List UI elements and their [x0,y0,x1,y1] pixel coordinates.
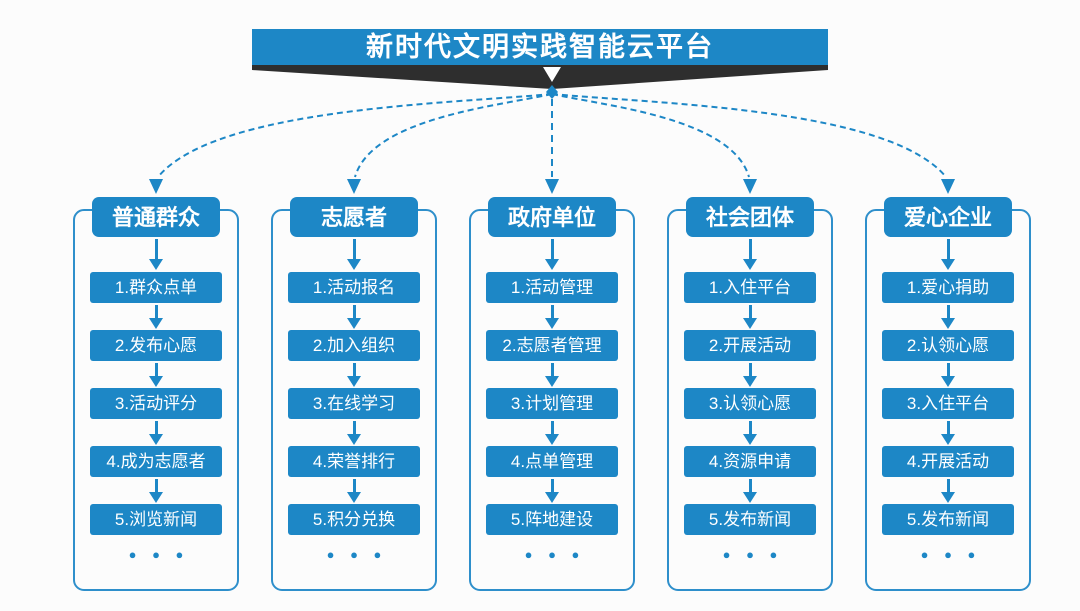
down-arrow-icon [347,303,361,330]
flow-step: 5.发布新闻 [882,504,1014,535]
down-arrow-icon [743,419,757,446]
flow-step: 2.开展活动 [684,330,816,361]
flow-step: 2.发布心愿 [90,330,222,361]
down-triangle-icon [543,67,561,82]
column-header: 社会团体 [686,197,814,237]
flow-step: 3.入住平台 [882,388,1014,419]
down-arrow-icon [941,361,955,388]
down-arrow-icon [743,477,757,504]
down-arrow-icon [941,477,955,504]
column-header: 爱心企业 [884,197,1012,237]
down-arrow-icon [743,361,757,388]
column-header: 政府单位 [488,197,616,237]
flow-step: 2.志愿者管理 [486,330,618,361]
connector-curve [354,93,553,178]
flow-step: 5.阵地建设 [486,504,618,535]
more-dots-icon: ● ● ● [920,547,982,562]
flow-step: 1.入住平台 [684,272,816,303]
column-general-public: 普通群众 1.群众点单 2.发布心愿 3.活动评分 4.成为志愿者 5.浏览新闻… [72,197,240,591]
connector-curve [551,93,947,178]
down-arrow-icon [149,237,163,272]
connector-arrowhead-icon [743,179,757,194]
down-arrow-icon [743,303,757,330]
column-header: 普通群众 [92,197,220,237]
flow-step: 5.浏览新闻 [90,504,222,535]
more-dots-icon: ● ● ● [722,547,784,562]
down-arrow-icon [545,361,559,388]
flow-step: 1.活动报名 [288,272,420,303]
down-arrow-icon [545,477,559,504]
down-arrow-icon [149,419,163,446]
connector-arrowhead-icon [941,179,955,194]
down-arrow-icon [347,419,361,446]
flow-step: 3.活动评分 [90,388,222,419]
flow-step: 2.加入组织 [288,330,420,361]
flow-step: 3.认领心愿 [684,388,816,419]
connector-curve [551,93,750,178]
flow-step: 1.爱心捐助 [882,272,1014,303]
down-arrow-icon [941,419,955,446]
down-arrow-icon [149,303,163,330]
down-arrow-icon [941,303,955,330]
more-dots-icon: ● ● ● [326,547,388,562]
column-volunteer: 志愿者 1.活动报名 2.加入组织 3.在线学习 4.荣誉排行 5.积分兑换 ●… [270,197,438,591]
flow-step: 5.积分兑换 [288,504,420,535]
flow-step: 4.开展活动 [882,446,1014,477]
down-arrow-icon [743,237,757,272]
down-arrow-icon [545,237,559,272]
connector-arrowhead-icon [347,179,361,194]
down-arrow-icon [545,303,559,330]
flow-step: 1.群众点单 [90,272,222,303]
flow-step: 4.成为志愿者 [90,446,222,477]
down-arrow-icon [941,237,955,272]
down-arrow-icon [149,477,163,504]
flow-step: 4.点单管理 [486,446,618,477]
connector-curve [157,93,553,178]
more-dots-icon: ● ● ● [128,547,190,562]
flow-step: 4.资源申请 [684,446,816,477]
flow-step: 5.发布新闻 [684,504,816,535]
down-arrow-icon [347,361,361,388]
column-charity-enterprise: 爱心企业 1.爱心捐助 2.认领心愿 3.入住平台 4.开展活动 5.发布新闻 … [864,197,1032,591]
flow-step: 3.计划管理 [486,388,618,419]
flow-step: 1.活动管理 [486,272,618,303]
down-arrow-icon [545,419,559,446]
column-social-organization: 社会团体 1.入住平台 2.开展活动 3.认领心愿 4.资源申请 5.发布新闻 … [666,197,834,591]
down-arrow-icon [149,361,163,388]
more-dots-icon: ● ● ● [524,547,586,562]
banner-ribbon [252,64,828,89]
platform-title-banner: 新时代文明实践智能云平台 [252,29,828,65]
flow-step: 3.在线学习 [288,388,420,419]
flow-step: 2.认领心愿 [882,330,1014,361]
flow-step: 4.荣誉排行 [288,446,420,477]
column-government-unit: 政府单位 1.活动管理 2.志愿者管理 3.计划管理 4.点单管理 5.阵地建设… [468,197,636,591]
role-columns: 普通群众 1.群众点单 2.发布心愿 3.活动评分 4.成为志愿者 5.浏览新闻… [72,197,1032,591]
down-arrow-icon [347,237,361,272]
column-header: 志愿者 [290,197,418,237]
connector-arrowhead-icon [149,179,163,194]
connector-arrowhead-icon [545,179,559,194]
down-arrow-icon [347,477,361,504]
